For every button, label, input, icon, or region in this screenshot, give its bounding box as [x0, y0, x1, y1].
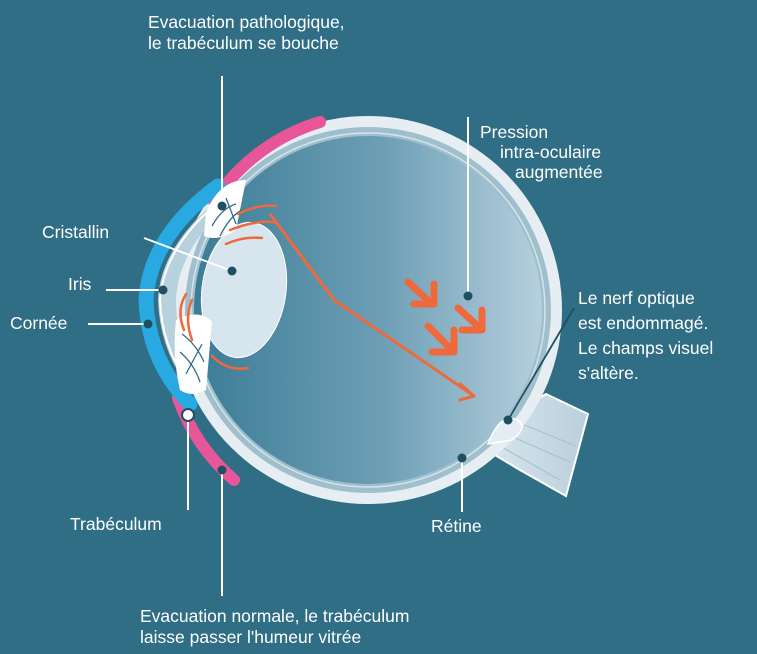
label-cornee: Cornée [10, 313, 67, 334]
label-line: Pression [480, 122, 603, 142]
label-line: Le champs visuel [578, 336, 713, 361]
label-evacuation-pathologique: Evacuation pathologique, le trabéculum s… [148, 12, 345, 54]
label-line: laisse passer l'humeur vitrée [140, 627, 409, 648]
label-retine: Rétine [431, 516, 482, 537]
label-line: le trabéculum se bouche [148, 33, 345, 54]
label-evacuation-normale: Evacuation normale, le trabéculum laisse… [140, 606, 409, 648]
label-line: Le nerf optique [578, 286, 713, 311]
label-line: Evacuation normale, le trabéculum [140, 606, 409, 627]
label-nerf-optique: Le nerf optique est endommagé. Le champs… [578, 286, 713, 386]
label-line: est endommagé. [578, 311, 713, 336]
label-cristallin: Cristallin [42, 222, 109, 243]
label-iris: Iris [68, 274, 91, 295]
label-line: augmentée [480, 162, 603, 182]
label-line: intra-oculaire [480, 142, 603, 162]
trabeculum-node [182, 409, 194, 421]
label-pression: Pression intra-oculaire augmentée [480, 122, 603, 182]
label-line: Evacuation pathologique, [148, 12, 345, 33]
label-line: s'altère. [578, 361, 713, 386]
label-trabeculum: Trabéculum [70, 514, 162, 535]
iris-bottom [175, 314, 212, 394]
